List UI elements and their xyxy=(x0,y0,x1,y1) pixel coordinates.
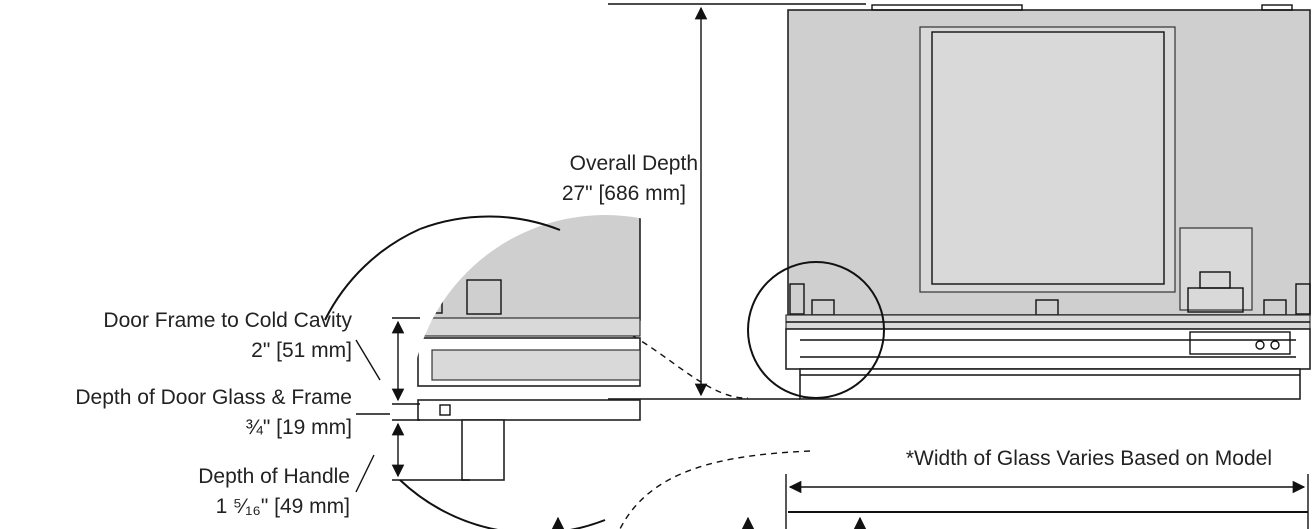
door-glass-title: Depth of Door Glass & Frame xyxy=(75,386,352,409)
handle-title: Depth of Handle xyxy=(198,465,350,488)
door-glass xyxy=(785,328,1311,370)
glass-note-leader xyxy=(619,450,811,529)
main-appliance xyxy=(785,4,1311,400)
handle-value: 1 ⁵⁄₁₆" [49 mm] xyxy=(216,495,350,518)
hinge-screw-2 xyxy=(1270,340,1280,350)
detail-clip xyxy=(427,254,443,314)
detail-latch xyxy=(439,404,451,416)
leader-door-frame xyxy=(355,339,381,381)
left-clip xyxy=(789,283,805,315)
overall-depth-value: 27" [686 mm] xyxy=(562,182,686,205)
detail-zoom xyxy=(417,215,641,481)
overall-depth-dimension xyxy=(608,3,866,400)
hinge-screw-1 xyxy=(1255,340,1265,350)
door-glass-value: ¾" [19 mm] xyxy=(245,416,352,439)
inner-panel xyxy=(919,26,1176,293)
hinge-mechanism xyxy=(1189,331,1291,355)
detail-handle xyxy=(461,419,505,481)
hinge-bracket xyxy=(1199,271,1231,289)
top-lip-right xyxy=(1261,4,1293,11)
detail-callout-circle xyxy=(747,261,885,399)
detail-glass-frame xyxy=(417,399,641,421)
overall-depth-title: Overall Depth xyxy=(570,152,698,175)
zoom-circle-left-upper xyxy=(324,228,421,321)
detail-glass-inner xyxy=(431,349,641,381)
hinge-box xyxy=(1179,227,1253,311)
detail-body xyxy=(419,215,641,321)
zoom-circle-bottom xyxy=(399,479,606,529)
glass-width-note: *Width of Glass Varies Based on Model xyxy=(906,447,1272,470)
width-section xyxy=(551,450,1309,529)
zoom-circle-top xyxy=(419,215,561,231)
door-handle xyxy=(799,368,1301,400)
leader-handle xyxy=(355,454,375,493)
right-clip xyxy=(1295,283,1311,315)
door-frame-title: Door Frame to Cold Cavity xyxy=(103,309,352,332)
door-frame-value: 2" [51 mm] xyxy=(251,339,352,362)
inner-panel-inset xyxy=(931,31,1165,285)
top-lip xyxy=(871,4,1023,11)
detail-leader-line xyxy=(591,319,749,399)
detail-bracket xyxy=(466,279,502,315)
detail-dimensions xyxy=(355,317,470,493)
detail-frame xyxy=(417,317,641,337)
